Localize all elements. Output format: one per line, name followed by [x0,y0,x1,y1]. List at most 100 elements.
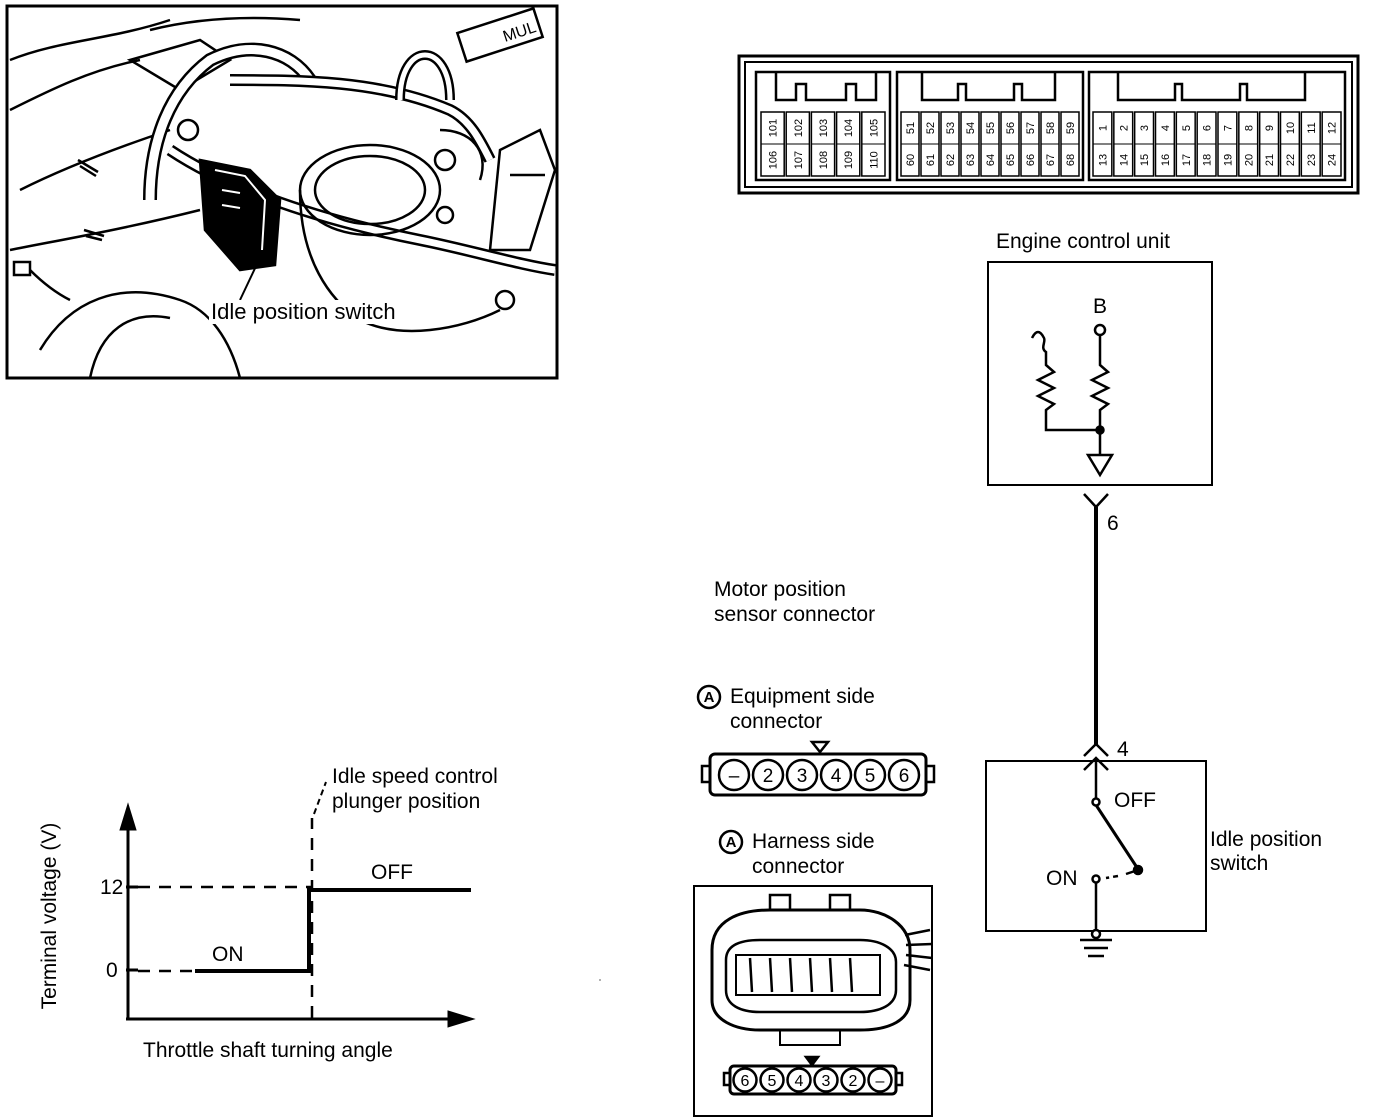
equipment-pin-label: 2 [763,766,774,787]
harness-pin [786,1067,812,1093]
ecu-pin-label: 24 [1327,154,1339,166]
equipment-label-line1: Equipment side [730,685,875,708]
ecu-box [987,261,1213,486]
harness-pin [759,1067,785,1093]
voltage-trace [195,888,471,973]
graph-tick-12: 12 [100,876,124,899]
harness-pin [732,1067,758,1093]
ecu-pin-label: 9 [1264,125,1276,131]
voltage-graph [119,781,476,1028]
switch-on-label: ON [1046,867,1078,890]
ecu-pin-label: 14 [1118,154,1130,166]
harness-pin-label: 5 [768,1073,777,1090]
ecu-pin-label: 107 [793,151,805,169]
connector-section-title-line2: sensor connector [714,603,876,626]
switch-blade [1094,804,1138,867]
ecu-pin-label: 58 [1045,122,1057,134]
harness-label-line1: Harness side [752,830,875,853]
harness-pin-label: 4 [795,1073,804,1090]
ecu-pin-label: 16 [1160,154,1172,166]
ecu-pin-label: 64 [985,154,997,166]
equipment-pin-label: 3 [797,766,808,787]
ecu-circuit [985,261,1213,958]
ecu-pin-connector-mark [1083,493,1109,509]
equipment-label-line2: connector [730,710,823,733]
ecu-pin-label: 51 [905,122,917,134]
ecu-pin-label: 23 [1306,154,1318,166]
equipment-pin [751,758,785,792]
graph-off-label: OFF [371,861,413,884]
equipment-pin [887,758,921,792]
equipment-pin [853,758,887,792]
ecu-pin-label: 67 [1045,154,1057,166]
ecu-pin-label: 18 [1202,154,1214,166]
equipment-pin-label: – [729,766,740,787]
harness-label-line2: connector [752,855,845,878]
graph-on-label: ON [212,943,244,966]
ecu-pin-label: 4 [1160,125,1172,131]
ecu-pin-label: 21 [1264,154,1276,166]
harness-badge: A [725,834,737,851]
pullup-resistor [1089,335,1111,430]
ecu-pin-label: 62 [945,154,957,166]
chassis-ground-symbol [1080,938,1112,958]
ecu-pin-label: 5 [1181,125,1193,131]
equipment-pin-label: 6 [899,766,910,787]
ecu-pin-label: 56 [1005,122,1017,134]
ecu-pin-label: 106 [768,151,780,169]
switch-name-line1: Idle position [1210,828,1323,851]
supply-terminal [1093,323,1107,337]
ecu-pin-label: 11 [1306,122,1318,133]
ecu-pin-label: 68 [1065,154,1077,166]
harness-pin-label: – [876,1073,885,1090]
harness-pin-row: 6 5 4 3 2 – [732,1067,893,1093]
annotation-leader [313,781,327,815]
equipment-connector-drawing [696,684,936,797]
harness-connector-drawing [693,829,933,1117]
graph-x-axis-label: Throttle shaft turning angle [143,1039,393,1062]
harness-pin-label: 2 [849,1073,858,1090]
ecu-pin-label: 52 [925,122,937,134]
ecu-pin-label: 109 [843,151,855,169]
connector-section-title-line1: Motor position [714,578,846,601]
graph-x-arrow [447,1010,476,1028]
harness-pin-label: 6 [741,1073,750,1090]
harness-pin-label: 3 [822,1073,831,1090]
ecu-pin-label: 108 [818,151,830,169]
switch-off-label: OFF [1114,789,1156,812]
ecu-pin-label: 7 [1222,125,1234,131]
equipment-pin-label: 4 [831,766,842,787]
equipment-pin [717,758,751,792]
harness-pin [840,1067,866,1093]
ecu-pin-label: 63 [965,154,977,166]
ecu-pin-label: 53 [945,122,957,134]
graph-annotation-line1: Idle speed control [332,765,498,788]
equipment-pin [785,758,819,792]
harness-badge-circle [718,829,744,855]
graph-y-axis-label: Terminal voltage (V) [38,822,61,1010]
ecu-pin-label: 1 [1097,125,1109,131]
ecu-pin-label: 65 [1005,154,1017,166]
ecu-pin-number: 6 [1107,512,1119,535]
equipment-pin [819,758,853,792]
ecu-pin-label: 66 [1025,154,1037,166]
graph-y-arrow [119,802,137,831]
ecu-pin-label: 103 [818,119,830,137]
equipment-badge-circle [696,684,722,710]
equipment-badge: A [703,689,715,706]
ecu-ground-symbol [1085,430,1115,478]
ecu-pin-label: 6 [1202,125,1214,131]
ecu-pin-label: 2 [1118,125,1130,131]
ecu-connector [737,54,1360,195]
ecu-pin-label: 17 [1181,154,1193,166]
engine-badge-text: MUL [501,19,538,46]
ecu-pin-label: 3 [1139,125,1151,131]
ecu-pin-label: 12 [1327,122,1339,134]
ecu-pin-label: 104 [843,119,855,137]
ecu-pin-label: 19 [1222,154,1234,166]
ecu-pin-label: 110 [868,151,880,169]
ecu-pin-label: 20 [1243,154,1255,166]
